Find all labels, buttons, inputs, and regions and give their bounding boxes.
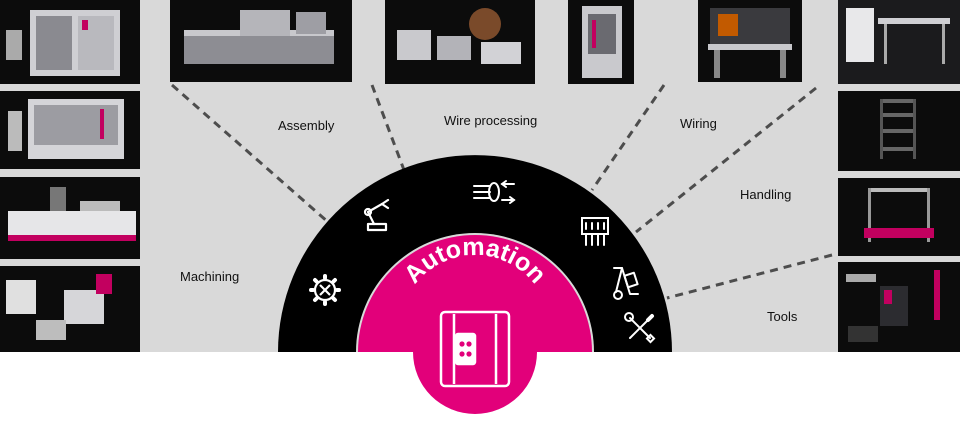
robot-arm-icon — [363, 198, 390, 232]
label-tools: Tools — [767, 309, 798, 324]
label-wiring: Wiring — [680, 116, 717, 131]
machining-machine-photo-1 — [0, 0, 140, 84]
enclosure-icon — [439, 310, 511, 388]
connector-wire-processing — [370, 84, 406, 171]
wiring-workbench-photo — [698, 0, 802, 82]
handling-table-photo — [838, 0, 960, 84]
wire-stripping-icon — [473, 180, 516, 204]
connector-tools — [666, 253, 833, 300]
hand-truck-icon — [613, 267, 639, 300]
terminal-block-icon — [581, 217, 609, 246]
label-handling: Handling — [740, 187, 792, 202]
connector-lines — [171, 83, 833, 300]
connector-assembly — [171, 83, 329, 224]
wiring-cabinet-photo — [568, 0, 634, 84]
machining-machine-photo-4 — [0, 266, 140, 352]
label-wire-processing: Wire processing — [444, 113, 538, 128]
connector-handling — [635, 86, 817, 234]
gear-wrench-icon — [309, 274, 341, 306]
tools-set-photo — [838, 262, 960, 352]
assembly-workstation-photo — [170, 0, 352, 82]
label-machining: Machining — [180, 269, 240, 284]
handling-trolley-photo — [838, 178, 960, 256]
handling-cart-photo — [838, 91, 960, 171]
machining-machine-photo-2 — [0, 91, 140, 169]
wire-processing-machines-photo — [385, 0, 535, 84]
machining-machine-photo-3 — [0, 177, 140, 259]
label-assembly: Assembly — [278, 118, 335, 133]
wrench-screwdriver-icon — [624, 312, 656, 344]
connector-wiring — [590, 84, 666, 191]
